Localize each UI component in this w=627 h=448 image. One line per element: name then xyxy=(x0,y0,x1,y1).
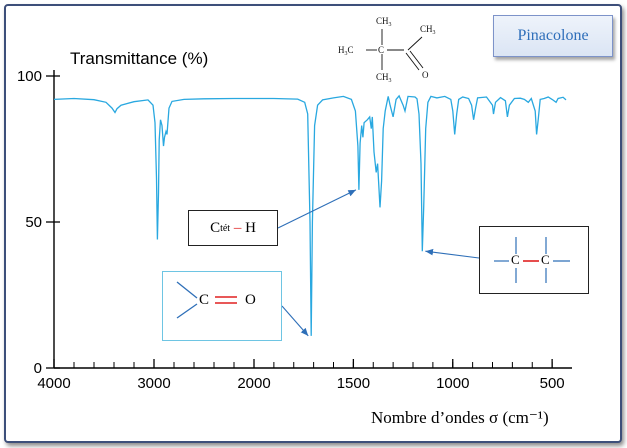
compound-title: Pinacolone xyxy=(517,27,589,44)
mol-o: O xyxy=(422,70,429,80)
annotation-arrow xyxy=(277,189,357,229)
mol-central-c: C xyxy=(378,45,384,55)
cc-c2: C xyxy=(541,252,550,267)
x-tick-label: 500 xyxy=(540,375,565,392)
annotation-arrow xyxy=(425,248,480,259)
ch-h: H xyxy=(245,219,256,236)
mol-ch3-right: CH3 xyxy=(420,24,436,36)
compound-title-box: Pinacolone xyxy=(493,15,613,57)
ch-sub: tét xyxy=(220,222,231,234)
ch-bond-dash: – xyxy=(230,219,246,236)
y-axis-label: Transmittance (%) xyxy=(70,49,209,68)
x-tick-label: 3000 xyxy=(137,375,170,392)
co-c: C xyxy=(199,292,210,308)
mol-ch3-top: CH3 xyxy=(376,16,392,28)
cc-bond-annotation: C C xyxy=(479,226,589,294)
co-bond-annotation: C O xyxy=(162,271,282,341)
spectrum-line xyxy=(53,94,567,336)
y-tick-label: 100 xyxy=(17,68,42,85)
x-axis-label: Nombre d’ondes σ (cm⁻¹) xyxy=(371,408,549,427)
x-tick-label: 4000 xyxy=(37,375,70,392)
co-o: O xyxy=(245,292,256,308)
x-tick-label: 1000 xyxy=(436,375,469,392)
pinacolone-structure: CH3 H3C C CH3 CH3 O xyxy=(338,16,436,84)
ch-c: C xyxy=(210,219,221,236)
co-bond-diagram xyxy=(176,281,237,319)
cc-c1: C xyxy=(511,252,520,267)
mol-h3c: H3C xyxy=(338,45,354,57)
x-tick-label: 1500 xyxy=(337,375,370,392)
x-tick-label: 2000 xyxy=(237,375,270,392)
annotation-arrow xyxy=(281,305,309,337)
mol-ch3-bottom: CH3 xyxy=(376,72,392,84)
y-tick-label: 0 xyxy=(34,360,42,377)
cc-bond-diagram xyxy=(494,237,570,283)
y-tick-label: 50 xyxy=(25,214,42,231)
